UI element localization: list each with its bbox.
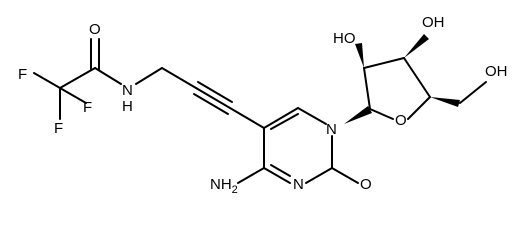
atom-o2: O xyxy=(360,176,372,193)
bond-n3-c4-inner xyxy=(270,164,291,177)
bond-c2-n3 xyxy=(305,167,333,184)
bond-c4prime-o4prime xyxy=(407,96,431,120)
bond-ch2-csp xyxy=(161,67,197,89)
bond-triple-3 xyxy=(193,93,229,115)
atom-oh-2prime: HO xyxy=(333,30,356,47)
atom-o-amide: O xyxy=(89,21,101,38)
bond-cf3-f1 xyxy=(33,72,61,89)
alkyne-linker xyxy=(161,67,265,129)
bond-c6-n1 xyxy=(297,107,327,125)
bond-n3-c4 xyxy=(263,167,291,184)
molecule-drawing: F F F O N H N N O O NH2 HO OH OH xyxy=(18,14,508,196)
atom-f2: F xyxy=(83,99,92,116)
bond-c4-nh2 xyxy=(237,167,265,184)
atom-nh2-main: NH xyxy=(210,176,232,193)
trifluoroacetamide-group xyxy=(33,38,163,120)
bond-c5-c6 xyxy=(263,107,299,129)
bond-csp-c5 xyxy=(229,107,265,129)
bond-c2-o2 xyxy=(331,167,359,184)
bond-c5prime-oh xyxy=(459,81,487,104)
bond-c2prime-oh-hash xyxy=(355,43,364,68)
bond-cf3-f2 xyxy=(59,87,87,104)
atom-oh-5prime: OH xyxy=(485,63,508,80)
bond-triple-2 xyxy=(197,81,233,103)
bond-c5-c6-inner xyxy=(270,113,299,130)
cytosine-ring xyxy=(237,107,359,184)
atom-nh2: NH2 xyxy=(210,176,238,196)
atom-h-amide: H xyxy=(122,98,133,115)
atom-oh-3prime: OH xyxy=(422,14,445,31)
bond-carbonyl-nh xyxy=(94,67,122,85)
bond-o4prime-c1prime xyxy=(369,108,394,120)
atom-n1: N xyxy=(326,121,337,138)
atom-n-amide: N xyxy=(122,82,133,99)
bond-nh-ch2 xyxy=(135,67,163,85)
structure-canvas: F F F O N H N N O O NH2 HO OH OH xyxy=(18,14,508,196)
bond-c1prime-c2prime xyxy=(363,67,371,110)
atom-f1: F xyxy=(18,66,27,83)
bond-c2prime-c3prime xyxy=(363,57,405,69)
bond-c3prime-oh-hash xyxy=(404,34,429,58)
bond-c4prime-c5prime-wedge xyxy=(430,97,460,107)
atom-f3: F xyxy=(54,120,63,137)
atom-o4prime: O xyxy=(395,112,407,129)
atom-nh2-subscript: 2 xyxy=(232,184,238,196)
atom-n3: N xyxy=(293,176,304,193)
bond-c3prime-c4prime xyxy=(403,57,431,98)
bond-triple-1 xyxy=(195,87,231,109)
bond-cf3-carbonyl xyxy=(59,67,96,89)
bond-n1-c1prime-wedge xyxy=(344,106,372,124)
ribose-ring xyxy=(344,34,487,124)
